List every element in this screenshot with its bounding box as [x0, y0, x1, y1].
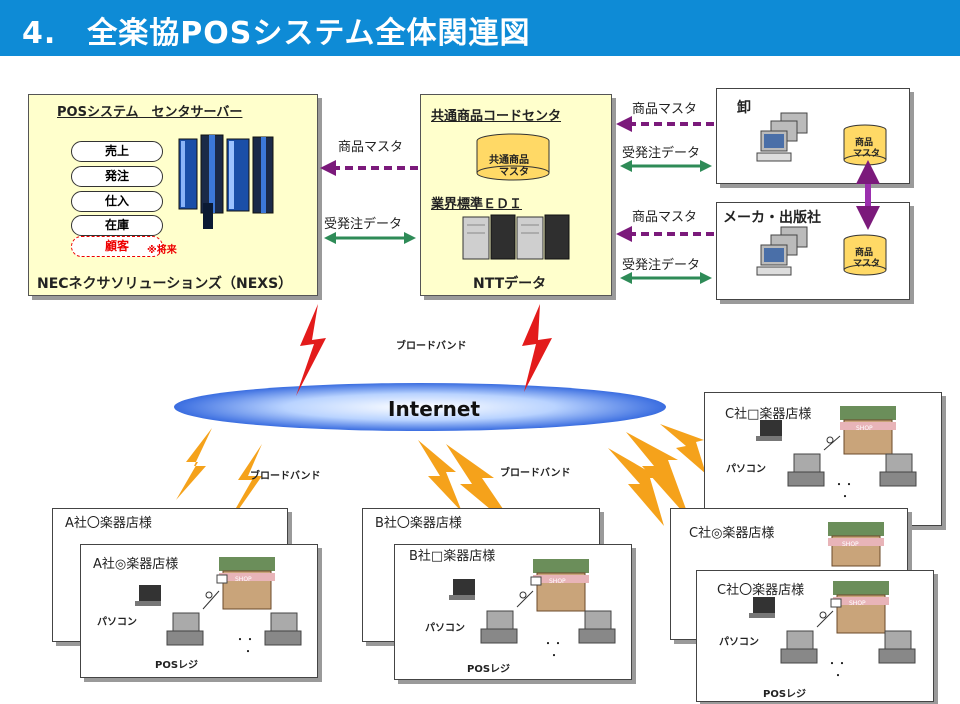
store-b-pc-label: パソコン: [425, 623, 465, 634]
edi-server-icon: [462, 214, 570, 260]
maker-db-label-1: 商品: [855, 248, 874, 258]
label-order-maker: 受発注データ: [622, 258, 701, 273]
orange-bolt-a1: [176, 428, 212, 500]
server-rack-icon: [178, 134, 274, 229]
store-c2-illustration: SHOP: [828, 522, 884, 567]
common-master-label-1: 共通商品: [489, 155, 529, 166]
broadband-label-mid: ブロードバンド: [500, 468, 571, 479]
title-bar: 4. 全楽協POSシステム全体関連図: [0, 0, 960, 56]
store-a-front: A社◎楽器店様 SHOP ・・・ パソコン POSレジ: [80, 544, 318, 678]
common-master-label-2: マスタ: [499, 167, 529, 178]
svg-text:・・: ・・: [235, 635, 255, 646]
store-b-front: B社□楽器店様 SHOP ・・・ パソコン POSレジ: [394, 544, 632, 680]
maker-title: メーカ・出版社: [723, 210, 821, 226]
store-c3: C社〇楽器店様 SHOP ・・・ パソコン POSレジ: [696, 570, 934, 702]
svg-text:SHOP: SHOP: [856, 425, 873, 432]
broadband-label-top: ブロードバンド: [396, 341, 467, 352]
store-c3-title: C社〇楽器店様: [717, 583, 805, 598]
wholesaler-title: 卸: [737, 100, 751, 116]
svg-text:・: ・: [549, 651, 559, 662]
maker-panel: メーカ・出版社 商品 マスタ: [716, 202, 910, 300]
code-center-title: 共通商品コードセンタ: [431, 109, 562, 124]
maker-pcs-icon: [756, 226, 808, 276]
item-stock: 在庫: [71, 215, 163, 236]
center-server-title: POSシステム センタサーバー: [57, 105, 243, 120]
store-c1-title: C社□楽器店様: [725, 407, 812, 422]
orange-bolt-c3: [660, 424, 706, 474]
item-order: 発注: [71, 166, 163, 187]
item-sales: 売上: [71, 141, 163, 162]
wholesaler-db-label-1: 商品: [855, 138, 874, 148]
red-bolt-right: [522, 304, 552, 392]
wholesaler-db-label-2: マスタ: [853, 149, 881, 159]
label-master-maker: 商品マスタ: [632, 210, 698, 225]
red-bolt-left: [296, 304, 326, 396]
store-a-pc-label: パソコン: [97, 617, 137, 628]
code-center-company: NTTデータ: [473, 276, 547, 292]
orange-bolt-a2: [220, 444, 262, 536]
label-order-wholesaler: 受発注データ: [622, 146, 701, 161]
broadband-label-left: ブロードバンド: [250, 471, 321, 482]
orange-bolt-c2: [626, 432, 690, 520]
label-master-center: 商品マスタ: [338, 140, 404, 155]
store-b-pos-label: POSレジ: [467, 664, 511, 675]
svg-text:・: ・: [243, 647, 253, 658]
store-c3-illustration: SHOP ・・・: [749, 581, 916, 682]
svg-text:・: ・: [833, 671, 843, 682]
svg-text:SHOP: SHOP: [842, 541, 859, 548]
maker-master-db-icon: [843, 234, 887, 276]
store-a-back-title: A社〇楽器店様: [65, 516, 152, 531]
store-c3-pos-label: POSレジ: [763, 689, 807, 700]
internet-cloud: [174, 383, 666, 431]
store-b-illustration: SHOP ・・・: [449, 559, 616, 662]
center-server-company: NECネクサソリューションズ（NEXS）: [37, 276, 293, 292]
internet-label: Internet: [388, 397, 481, 421]
svg-text:SHOP: SHOP: [549, 578, 566, 585]
store-c2-title: C社◎楽器店様: [689, 526, 775, 541]
svg-text:SHOP: SHOP: [849, 600, 866, 607]
maker-db-label-2: マスタ: [853, 259, 881, 269]
item-purchase: 仕入: [71, 191, 163, 212]
item-customer: 顧客: [71, 236, 163, 257]
page-title: 4. 全楽協POSシステム全体関連図: [22, 16, 531, 51]
svg-text:・・: ・・: [543, 639, 563, 650]
future-note: ※将来: [147, 245, 177, 256]
store-a-front-title: A社◎楽器店様: [93, 557, 179, 572]
store-a-pos-label: POSレジ: [155, 660, 199, 671]
center-server-panel: POSシステム センタサーバー 売上 発注 仕入 在庫 顧客 ※将来 NECネク…: [28, 94, 318, 296]
label-order-center: 受発注データ: [324, 217, 403, 232]
svg-text:SHOP: SHOP: [235, 576, 252, 583]
label-master-wholesaler: 商品マスタ: [632, 102, 698, 117]
store-c3-pc-label: パソコン: [719, 637, 759, 648]
svg-text:・・: ・・: [827, 659, 847, 670]
store-c1-pc-label: パソコン: [726, 464, 766, 475]
store-c1-illustration: SHOP ・・・: [756, 406, 917, 503]
common-master-db-icon: [476, 133, 550, 181]
orange-bolt-b1: [418, 440, 462, 512]
edi-label: 業界標準ＥＤＩ: [431, 197, 523, 212]
code-center-panel: 共通商品コードセンタ 共通商品 マスタ 業界標準ＥＤＩ NTTデータ: [420, 94, 612, 296]
svg-text:・・: ・・: [834, 480, 854, 491]
orange-bolt-c1: [608, 448, 664, 526]
wholesaler-pcs-icon: [756, 112, 808, 162]
store-b-front-title: B社□楽器店様: [409, 549, 496, 564]
store-b-back-title: B社〇楽器店様: [375, 516, 462, 531]
svg-text:・: ・: [840, 492, 850, 503]
store-a-illustration: SHOP ・・・: [135, 557, 302, 658]
